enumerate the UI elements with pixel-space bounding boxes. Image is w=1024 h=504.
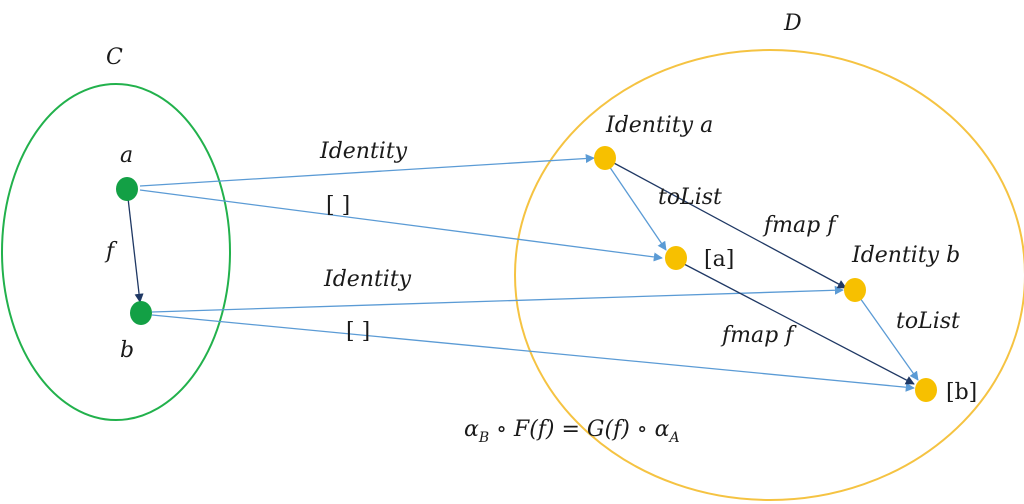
equation-subscript-b: B: [478, 430, 489, 446]
arrow-identity-a: [139, 153, 595, 187]
object-list-a-node: [665, 246, 687, 270]
arrow-f: [127, 197, 144, 303]
arrow-tolist-b: [859, 297, 919, 381]
arrow-fmap-list: [683, 263, 915, 385]
category-c-boundary: [1, 83, 231, 421]
object-b-label: b: [120, 338, 134, 363]
object-b-node: [130, 301, 152, 325]
arrow-tolist-b-label: toList: [896, 309, 960, 334]
arrow-list-b: [151, 314, 915, 392]
category-d-label: D: [783, 11, 802, 36]
arrow-fmap-identity: [611, 161, 847, 289]
arrow-fmap-list-label: fmap f: [720, 323, 797, 348]
object-identity-b-node: [844, 278, 866, 302]
arrow-list-a: [139, 189, 663, 262]
object-identity-b-label: Identity b: [851, 243, 960, 268]
category-c-label: C: [106, 45, 123, 70]
category-d-boundary: [514, 49, 1024, 501]
object-list-b-node: [915, 378, 937, 402]
object-identity-a-node: [594, 146, 616, 170]
arrow-list-top-label: [ ]: [326, 193, 350, 218]
object-a-node: [116, 177, 138, 201]
arrow-tolist-a: [608, 165, 667, 251]
object-list-a-label: [a]: [704, 247, 734, 272]
equation-alpha-a: α: [655, 417, 670, 442]
equation-subscript-a: A: [667, 430, 679, 446]
arrow-list-bottom-label: [ ]: [346, 319, 370, 344]
arrow-identity-b: [151, 285, 844, 313]
object-identity-a-label: Identity a: [605, 113, 713, 138]
arrow-fmap-identity-label: fmap f: [762, 213, 839, 238]
arrow-identity-top-label: Identity: [319, 139, 408, 164]
object-list-b-label: [b]: [946, 380, 977, 405]
object-a-label: a: [120, 143, 133, 168]
arrow-tolist-a-label: toList: [658, 185, 722, 210]
equation-middle: ∘ F(f) = G(f) ∘: [489, 417, 654, 442]
arrow-identity-bottom-label: Identity: [323, 267, 412, 292]
equation-alpha-b: α: [464, 417, 479, 442]
arrow-f-label: f: [104, 239, 118, 264]
naturality-equation: αB ∘ F(f) = G(f) ∘ αA: [464, 417, 680, 446]
